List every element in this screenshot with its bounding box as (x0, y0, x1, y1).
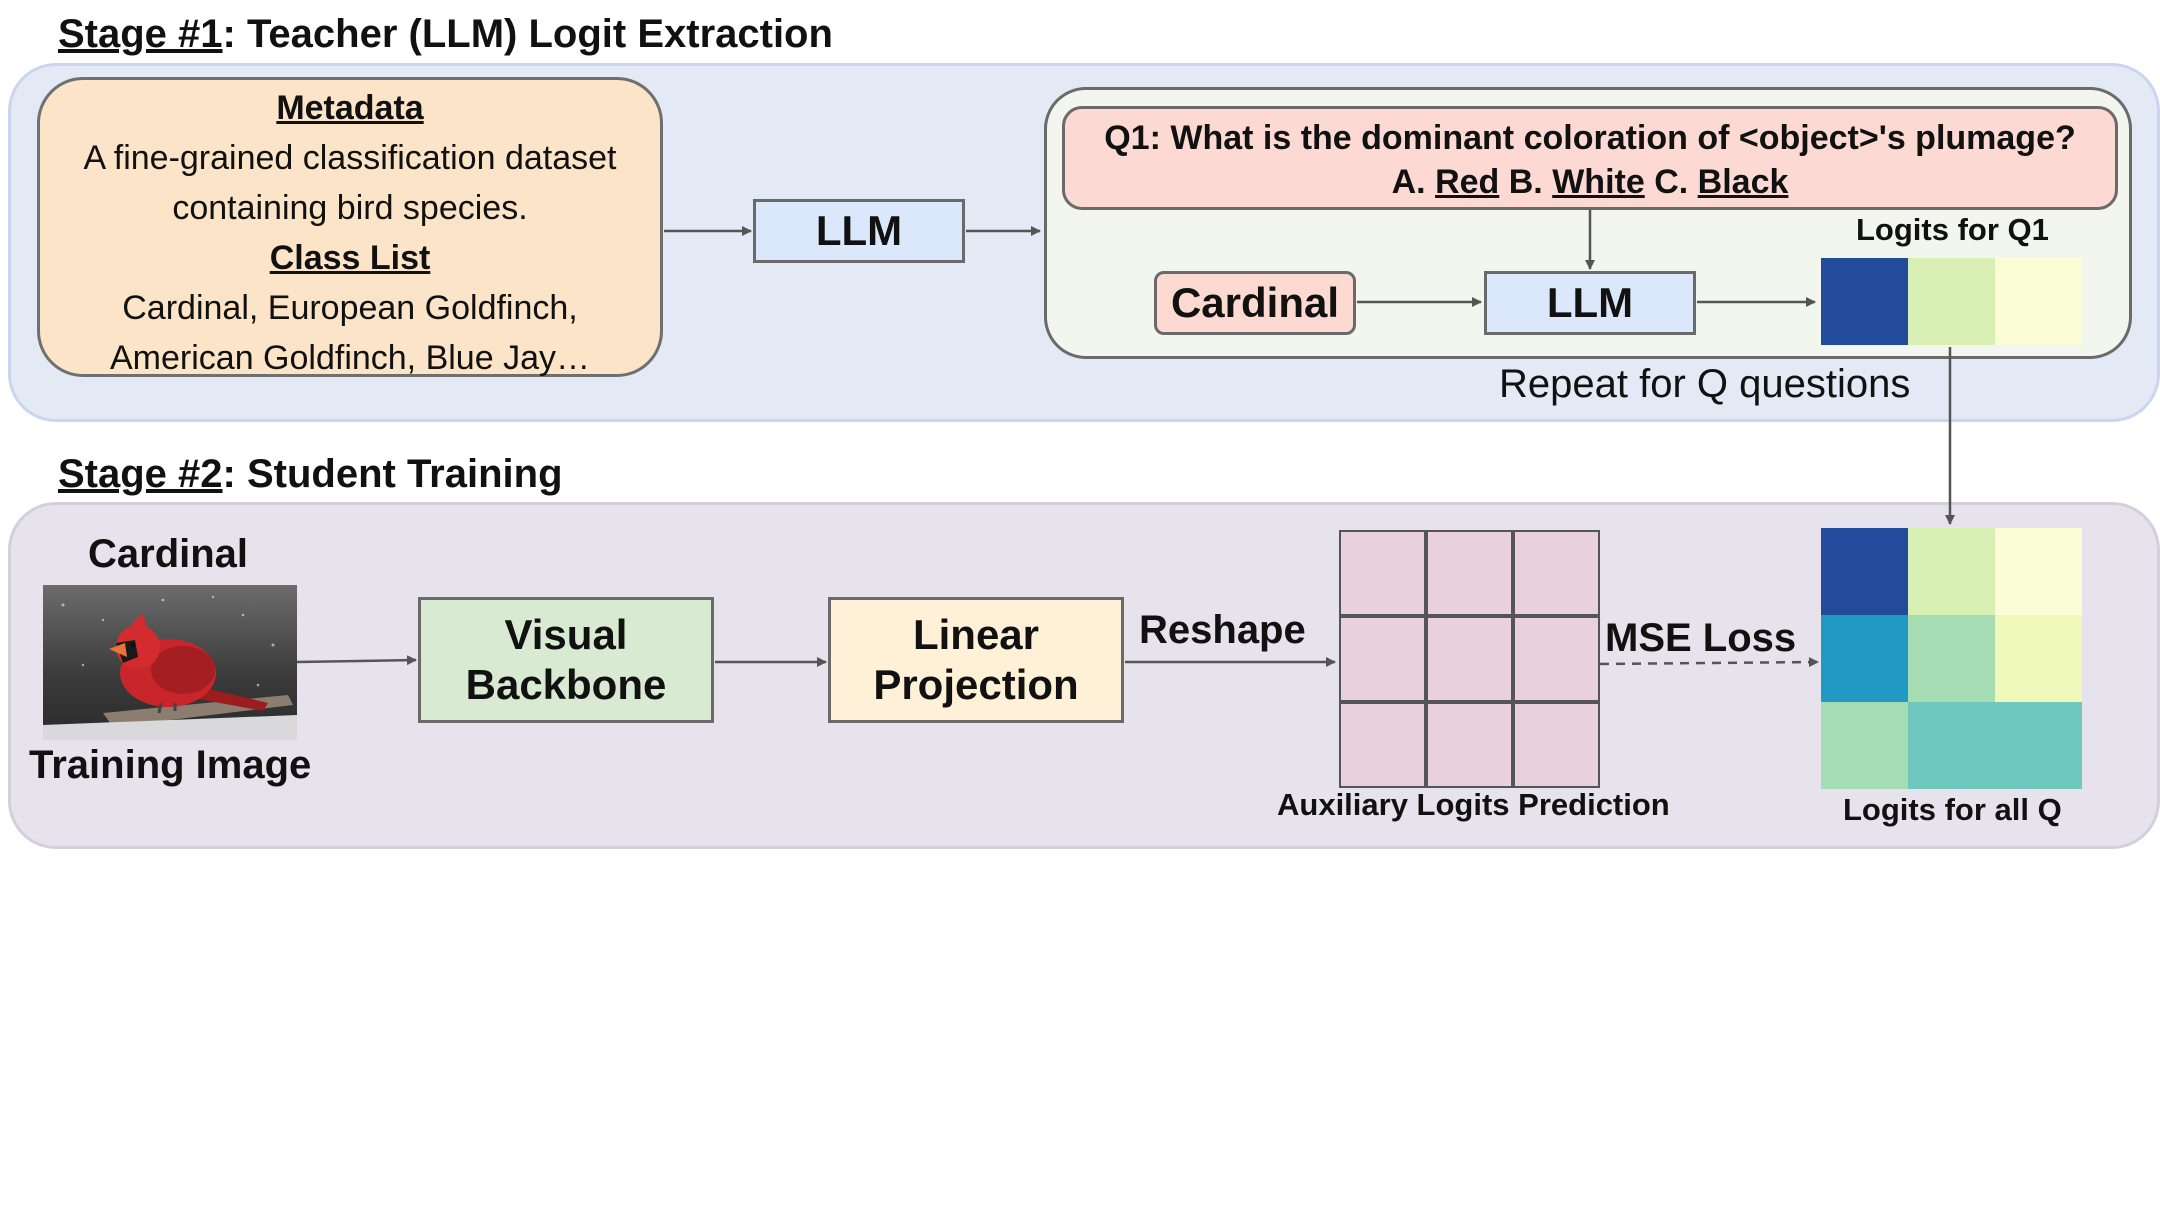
llm-box-q1: LLM (1484, 271, 1696, 335)
arrow-image-to-backbone (296, 655, 417, 666)
auxiliary-logits-cell (1513, 530, 1600, 616)
option-c: Black (1697, 163, 1789, 201)
metadata-heading: Metadata (276, 89, 424, 127)
metadata-line1: A fine-grained classification dataset (83, 139, 617, 177)
logits-all-cell (1908, 528, 1995, 615)
auxiliary-logits-cell (1426, 616, 1513, 702)
logits-all-label: Logits for all Q (1843, 792, 2062, 827)
logits-q1-cell (1821, 258, 1908, 345)
linear-projection-line1: Linear (912, 611, 1040, 658)
option-b: White (1552, 163, 1645, 201)
linear-projection-box: Linear Projection (828, 597, 1124, 723)
logits-all-cell (1908, 615, 1995, 702)
option-b-prefix: B. (1499, 163, 1553, 201)
question-options: A. Red B. White C. Black (1065, 160, 2115, 204)
reshape-label: Reshape (1139, 608, 1306, 652)
metadata-line2: containing bird species. (172, 189, 528, 227)
question-text: Q1: What is the dominant coloration of <… (1104, 119, 2076, 157)
logits-q1-label: Logits for Q1 (1856, 212, 2049, 247)
logits-all-cell (1995, 615, 2082, 702)
repeat-label: Repeat for Q questions (1499, 362, 1911, 406)
stage1-title-suffix: : Teacher (LLM) Logit Extraction (222, 12, 833, 56)
auxiliary-logits-cell (1513, 702, 1600, 788)
class-list-line1: Cardinal, European Goldfinch, (122, 289, 578, 327)
stage2-title-suffix: : Student Training (222, 452, 563, 496)
logits-all-cell (1995, 528, 2082, 615)
llm-box-stage1: LLM (753, 199, 965, 263)
arrow-mse-loss (1599, 657, 1819, 668)
question-box: Q1: What is the dominant coloration of <… (1062, 106, 2118, 210)
visual-backbone-line1: Visual (504, 611, 628, 658)
logits-q1-cell (1908, 258, 1995, 345)
logits-all-cell (1995, 702, 2082, 789)
auxiliary-logits-cell (1339, 616, 1426, 702)
training-image-label: Training Image (29, 743, 312, 787)
cardinal-bird-image (43, 585, 297, 740)
auxiliary-logits-label: Auxiliary Logits Prediction (1277, 787, 1670, 822)
class-list-heading: Class List (269, 239, 431, 277)
stage1-title-prefix: Stage #1 (58, 12, 223, 56)
mse-loss-label: MSE Loss (1605, 616, 1797, 660)
auxiliary-logits-cell (1513, 616, 1600, 702)
training-image-class-label: Cardinal (88, 532, 249, 576)
logits-all-cell (1821, 528, 1908, 615)
cardinal-box: Cardinal (1154, 271, 1356, 335)
linear-projection-line2: Projection (873, 661, 1079, 708)
visual-backbone-box: Visual Backbone (418, 597, 714, 723)
stage2-title: Stage #2: Student Training (58, 452, 563, 497)
logits-q1-cell (1995, 258, 2082, 345)
stage1-title: Stage #1: Teacher (LLM) Logit Extraction (58, 12, 833, 57)
logits-all-cell (1821, 702, 1908, 789)
metadata-box: Metadata A fine-grained classification d… (37, 77, 663, 377)
logits-all-cell (1908, 702, 1995, 789)
option-a-prefix: A. (1391, 163, 1436, 201)
stage2-title-prefix: Stage #2 (58, 452, 223, 496)
auxiliary-logits-cell (1339, 702, 1426, 788)
auxiliary-logits-cell (1426, 702, 1513, 788)
visual-backbone-line2: Backbone (465, 661, 667, 708)
option-c-prefix: C. (1644, 163, 1698, 201)
auxiliary-logits-cell (1339, 530, 1426, 616)
class-list-line2: American Goldfinch, Blue Jay… (110, 339, 590, 377)
logits-all-cell (1821, 615, 1908, 702)
option-a: Red (1435, 163, 1500, 201)
auxiliary-logits-cell (1426, 530, 1513, 616)
